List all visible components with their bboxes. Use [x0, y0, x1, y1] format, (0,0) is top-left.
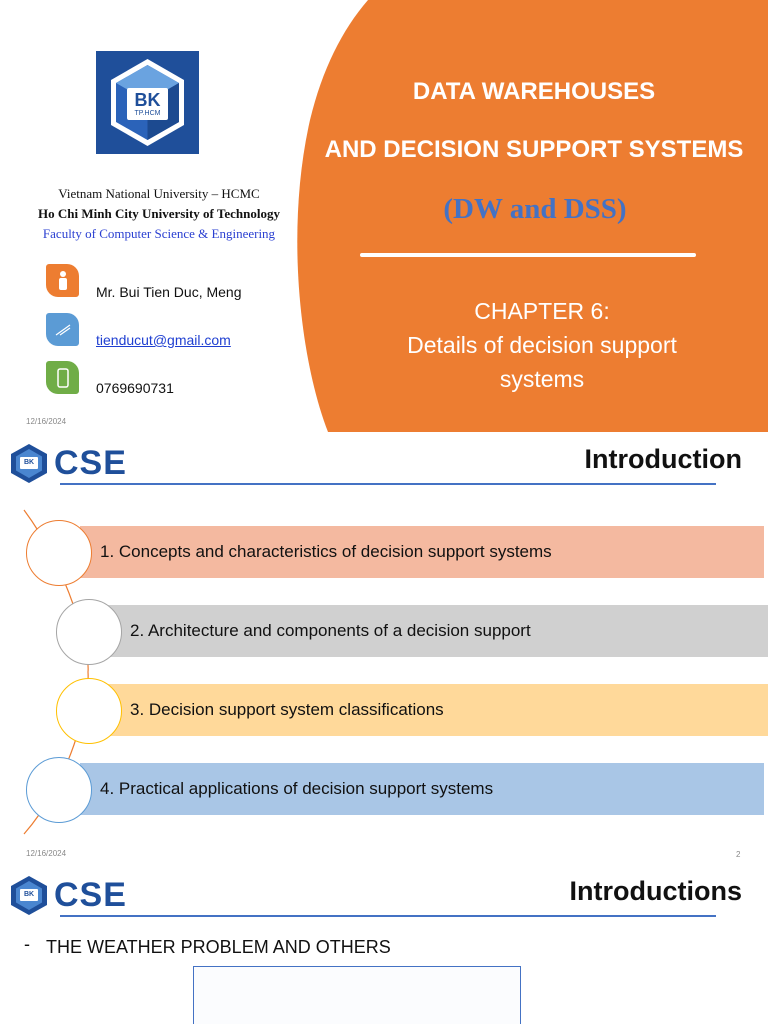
bullet-text: THE WEATHER PROBLEM AND OTHERS	[46, 937, 391, 957]
title-divider	[360, 253, 696, 257]
chapter-title-line2: systems	[499, 366, 585, 392]
agenda-circle-4	[26, 757, 92, 823]
contact-phone: 0769690731	[96, 380, 174, 396]
chapter-heading: CHAPTER 6: Details of decision support s…	[312, 294, 768, 396]
cse-wordmark: CSE	[54, 443, 127, 482]
agenda-item-3[interactable]: 3. Decision support system classificatio…	[80, 684, 768, 736]
agenda-item-4[interactable]: 4. Practical applications of decision su…	[80, 763, 764, 815]
phone-icon	[46, 361, 79, 394]
chapter-title-line1: Details of decision support	[407, 332, 677, 358]
agenda-circle-2	[56, 599, 122, 665]
faculty-name: Faculty of Computer Science & Engineerin…	[42, 226, 276, 241]
contact-name: Mr. Bui Tien Duc, Meng	[96, 284, 242, 300]
slide-title: Introductions	[569, 876, 742, 906]
person-icon	[46, 264, 79, 297]
cse-wordmark: CSE	[54, 875, 127, 914]
institute-name: Ho Chi Minh City University of Technolog…	[38, 206, 280, 221]
agenda-item-3-label: 3. Decision support system classificatio…	[130, 700, 444, 719]
title-underline	[60, 483, 716, 485]
slide-date: 12/16/2024	[26, 849, 67, 858]
image-placeholder	[193, 966, 521, 1024]
logo-badge-text: BK	[23, 459, 35, 466]
agenda-circle-3	[56, 678, 122, 744]
page-number: 2	[736, 850, 741, 859]
bk-university-logo: BK TP.HCM	[96, 51, 199, 154]
title-slide: BK TP.HCM Vietnam National University – …	[0, 0, 768, 432]
cse-logo: BK CSE	[8, 442, 127, 484]
agenda-item-4-label: 4. Practical applications of decision su…	[100, 779, 494, 798]
university-name: Vietnam National University – HCMC	[58, 186, 260, 201]
orange-background-shape	[297, 0, 768, 432]
email-icon	[46, 313, 79, 346]
agenda-item-2[interactable]: 2. Architecture and components of a deci…	[80, 605, 768, 657]
slide-date: 12/16/2024	[26, 417, 67, 426]
logo-text-tphcm: TP.HCM	[134, 110, 161, 117]
introductions-slide: BK CSE Introductions - THE WEATHER PROBL…	[0, 864, 768, 1024]
agenda-item-2-label: 2. Architecture and components of a deci…	[130, 621, 531, 640]
bk-hexagon-icon	[11, 444, 47, 483]
title-underline	[60, 915, 716, 917]
logo-text-bk: BK	[134, 90, 161, 110]
introduction-slide: BK CSE Introduction 1. Concepts and char…	[0, 432, 768, 864]
course-abbreviation: (DW and DSS)	[443, 193, 627, 225]
bk-hexagon-icon	[11, 876, 47, 915]
course-title-line2: AND DECISION SUPPORT SYSTEMS	[324, 136, 744, 163]
contact-email-link[interactable]: tienducut@gmail.com	[96, 332, 231, 348]
agenda-item-1[interactable]: 1. Concepts and characteristics of decis…	[80, 526, 764, 578]
chapter-number: CHAPTER 6:	[474, 298, 610, 324]
bullet-marker: -	[24, 934, 30, 954]
agenda-item-1-label: 1. Concepts and characteristics of decis…	[100, 542, 552, 561]
agenda-circle-1	[26, 520, 92, 586]
logo-badge-text: BK	[23, 891, 35, 898]
slide-title: Introduction	[584, 444, 742, 474]
course-title-line1: DATA WAREHOUSES	[412, 78, 656, 105]
cse-logo: BK CSE	[8, 874, 127, 916]
